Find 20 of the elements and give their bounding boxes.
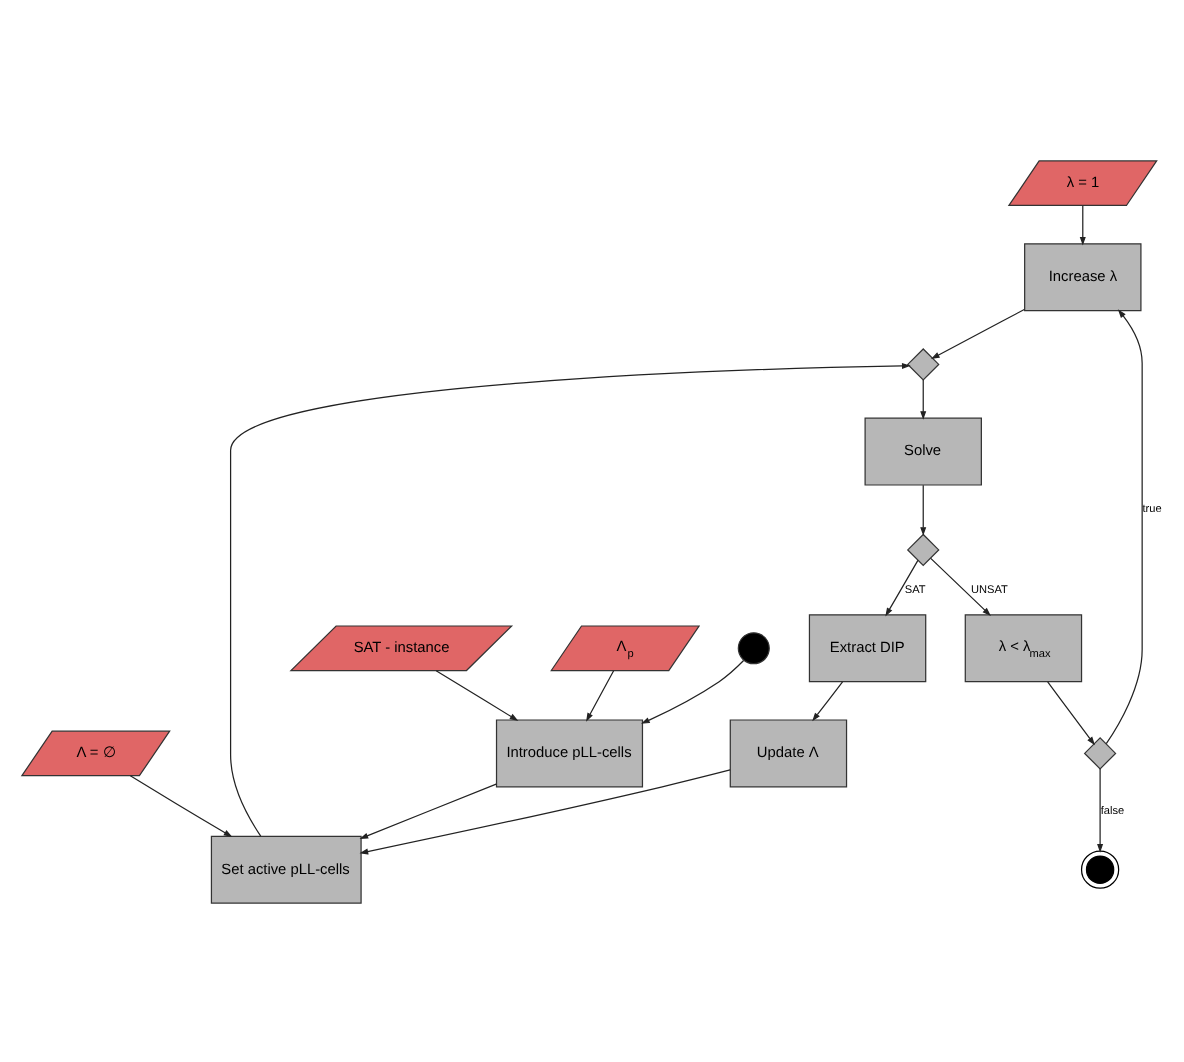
arrow bbox=[1047, 680, 1095, 745]
arrow bbox=[230, 361, 911, 836]
arrow bbox=[1097, 767, 1104, 852]
arrow bbox=[129, 774, 233, 837]
arrow bbox=[920, 378, 927, 419]
arrow bbox=[930, 556, 991, 615]
arrow bbox=[920, 483, 927, 535]
arrow bbox=[359, 768, 731, 854]
arrow bbox=[930, 307, 1025, 359]
node-circle bbox=[1080, 849, 1120, 888]
arrow bbox=[1105, 308, 1143, 744]
arrow bbox=[1079, 204, 1086, 245]
arrow bbox=[641, 658, 745, 723]
node-diamond bbox=[906, 532, 940, 566]
arrow bbox=[586, 669, 615, 721]
arrow bbox=[812, 680, 844, 721]
arrow bbox=[885, 558, 919, 616]
arrow bbox=[359, 782, 497, 838]
node-circle bbox=[737, 631, 770, 664]
arrow bbox=[435, 669, 519, 720]
